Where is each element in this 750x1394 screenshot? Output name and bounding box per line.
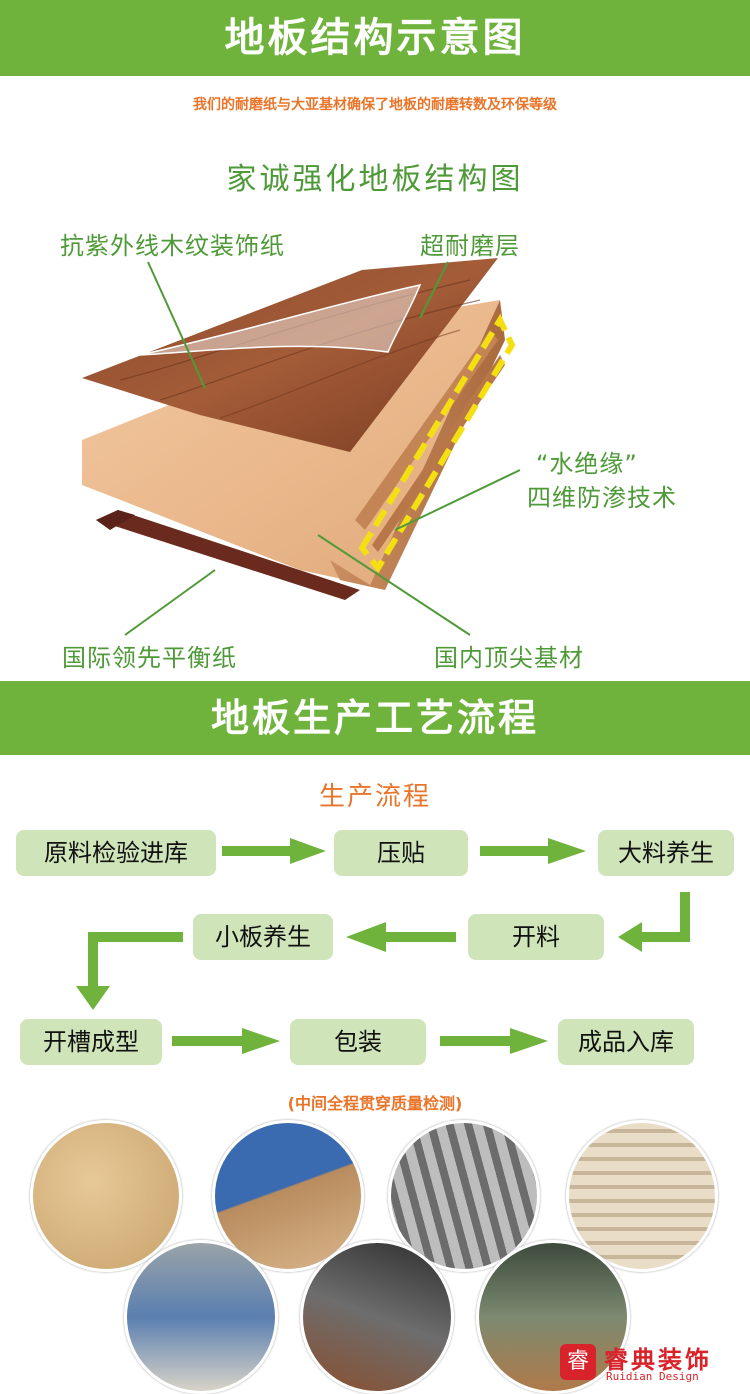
structure-tagline: 我们的耐磨纸与大亚基材确保了地板的耐磨转数及环保等级: [193, 97, 557, 113]
step-small-board-curing: 小板养生: [193, 914, 333, 960]
brand-logo-icon: 睿: [560, 1344, 596, 1380]
arrow-down-turn-icon: [618, 892, 690, 952]
label-water-insulation: “水绝缘”: [536, 450, 638, 478]
label-decor-paper: 抗紫外线木纹装饰纸: [60, 232, 285, 260]
label-balance-paper: 国际领先平衡纸: [62, 644, 237, 672]
label-waterproof-tech: 四维防渗技术: [527, 484, 677, 512]
brand-name-en: Ruidian Design: [606, 1370, 699, 1383]
photo-worker-cutting: [124, 1240, 278, 1394]
label-wear-layer: 超耐磨层: [420, 232, 520, 260]
process-title: 生产流程: [318, 782, 431, 812]
process-banner-title: 地板生产工艺流程: [0, 681, 750, 755]
arrow-down-turn-icon: [76, 932, 183, 1010]
step-packing: 包装: [290, 1019, 426, 1065]
floor-structure-diagram: [82, 258, 521, 636]
arrow-right-icon: [480, 838, 586, 864]
quality-note: (中间全程贯穿质量检测): [287, 1094, 463, 1113]
brand-logo: 睿 睿典装饰 Ruidian Design: [560, 1340, 746, 1388]
photo-grooving-machine: [300, 1240, 454, 1394]
brand-name-cn: 睿典装饰: [604, 1345, 712, 1374]
photo-board-stack: [388, 1120, 540, 1272]
step-grooving: 开槽成型: [20, 1019, 162, 1065]
step-pressing: 压贴: [334, 830, 468, 876]
wear-layer-overlay: [139, 283, 422, 356]
photo-warehouse-stack: [566, 1120, 718, 1272]
step-cutting: 开料: [468, 914, 604, 960]
diagram-title: 家诚强化地板结构图: [226, 162, 524, 197]
arrow-left-icon: [346, 922, 456, 952]
structure-banner-title: 地板结构示意图: [0, 0, 750, 76]
photo-worker-pressing: [212, 1120, 364, 1272]
arrow-right-icon: [222, 838, 326, 864]
step-warehouse: 成品入库: [558, 1019, 694, 1065]
arrow-right-icon: [172, 1028, 280, 1054]
balance-paper-layer: [96, 510, 360, 600]
step-large-board-curing: 大料养生: [598, 830, 734, 876]
waterproof-edge-highlight: [358, 313, 516, 574]
arrow-right-icon: [440, 1028, 548, 1054]
step-raw-material-inspection: 原料检验进库: [16, 830, 216, 876]
process-arrows: [76, 838, 690, 1054]
photo-raw-board: [30, 1120, 182, 1272]
label-core-board: 国内顶尖基材: [434, 644, 584, 672]
